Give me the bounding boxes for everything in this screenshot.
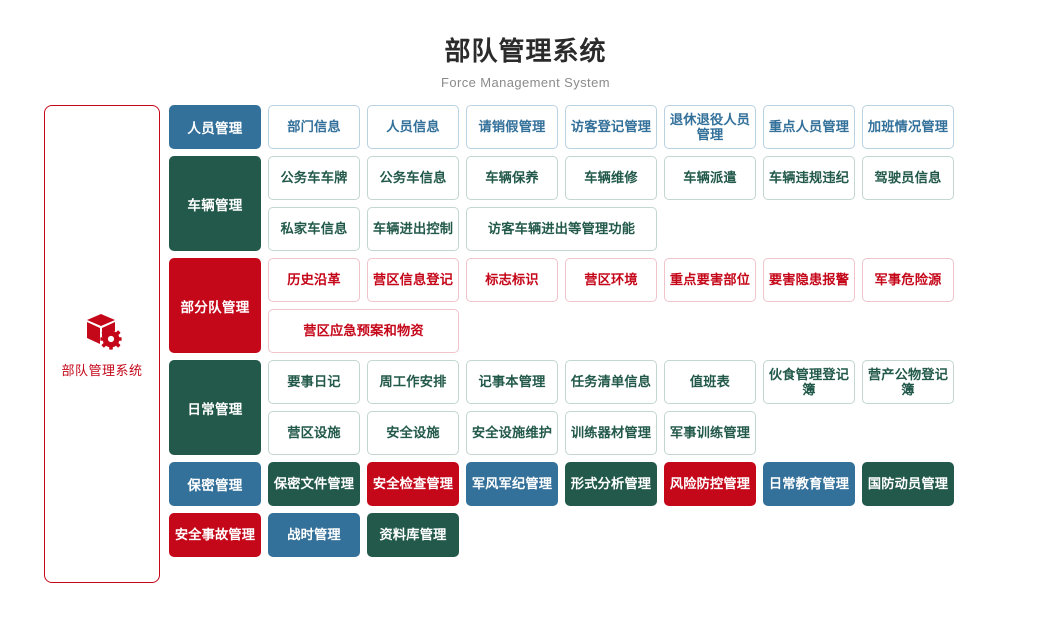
grid-item[interactable]: 安全事故管理 — [169, 513, 261, 558]
grid-item[interactable]: 重点要害部位 — [664, 258, 756, 303]
category-chip[interactable]: 日常管理 — [169, 360, 261, 456]
grid-item[interactable]: 要害隐患报警 — [763, 258, 855, 303]
grid-item[interactable]: 值班表 — [664, 360, 756, 405]
grid-item[interactable]: 退休退役人员管理 — [664, 105, 756, 150]
grid-item[interactable]: 车辆维修 — [565, 156, 657, 201]
items-line: 营区设施安全设施安全设施维护训练器材管理军事训练管理 — [268, 411, 954, 456]
grid-item[interactable]: 营区信息登记 — [367, 258, 459, 303]
grid-item[interactable]: 周工作安排 — [367, 360, 459, 405]
sidebar[interactable]: 部队管理系统 — [44, 105, 160, 584]
items-line: 要事日记周工作安排记事本管理任务清单信息值班表伙食管理登记簿营产公物登记簿 — [268, 360, 954, 405]
grid-item[interactable]: 公务车信息 — [367, 156, 459, 201]
grid-item[interactable]: 保密文件管理 — [268, 462, 360, 507]
category-chip[interactable]: 部分队管理 — [169, 258, 261, 354]
category-items: 部门信息人员信息请销假管理访客登记管理退休退役人员管理重点人员管理加班情况管理 — [268, 105, 954, 150]
grid-item[interactable]: 风险防控管理 — [664, 462, 756, 507]
items-line: 安全事故管理战时管理资料库管理 — [169, 513, 954, 558]
grid-item[interactable]: 公务车车牌 — [268, 156, 360, 201]
grid-item[interactable]: 请销假管理 — [466, 105, 558, 150]
grid-item[interactable]: 日常教育管理 — [763, 462, 855, 507]
grid-item[interactable]: 营产公物登记簿 — [862, 360, 954, 405]
category-chip[interactable]: 人员管理 — [169, 105, 261, 150]
category-items: 公务车车牌公务车信息车辆保养车辆维修车辆派遣车辆违规违纪驾驶员信息私家车信息车辆… — [268, 156, 954, 252]
cube-gear-icon — [80, 309, 124, 353]
grid-item[interactable]: 军风军纪管理 — [466, 462, 558, 507]
grid-item[interactable]: 人员信息 — [367, 105, 459, 150]
sidebar-label: 部队管理系统 — [61, 363, 143, 379]
category-row: 车辆管理公务车车牌公务车信息车辆保养车辆维修车辆派遣车辆违规违纪驾驶员信息私家车… — [169, 156, 954, 252]
main-layout: 部队管理系统 人员管理部门信息人员信息请销假管理访客登记管理退休退役人员管理重点… — [0, 90, 1051, 584]
grid-item[interactable]: 记事本管理 — [466, 360, 558, 405]
grid-item[interactable]: 军事危险源 — [862, 258, 954, 303]
category-items: 保密文件管理安全检查管理军风军纪管理形式分析管理风险防控管理日常教育管理国防动员… — [268, 462, 954, 507]
page-subtitle: Force Management System — [441, 75, 610, 91]
category-row: 人员管理部门信息人员信息请销假管理访客登记管理退休退役人员管理重点人员管理加班情… — [169, 105, 954, 150]
items-line: 公务车车牌公务车信息车辆保养车辆维修车辆派遣车辆违规违纪驾驶员信息 — [268, 156, 954, 201]
grid-item[interactable]: 车辆违规违纪 — [763, 156, 855, 201]
grid-item[interactable]: 营区设施 — [268, 411, 360, 456]
grid-item[interactable]: 私家车信息 — [268, 207, 360, 252]
items-line: 部门信息人员信息请销假管理访客登记管理退休退役人员管理重点人员管理加班情况管理 — [268, 105, 954, 150]
grid-item[interactable]: 标志标识 — [466, 258, 558, 303]
grid-item[interactable]: 安全检查管理 — [367, 462, 459, 507]
grid-item[interactable]: 重点人员管理 — [763, 105, 855, 150]
grid-item[interactable]: 军事训练管理 — [664, 411, 756, 456]
grid-item[interactable]: 国防动员管理 — [862, 462, 954, 507]
grid-item[interactable]: 访客车辆进出等管理功能 — [466, 207, 657, 252]
grid-item[interactable]: 形式分析管理 — [565, 462, 657, 507]
items-line: 保密文件管理安全检查管理军风军纪管理形式分析管理风险防控管理日常教育管理国防动员… — [268, 462, 954, 507]
grid-item[interactable]: 车辆进出控制 — [367, 207, 459, 252]
page-header: 部队管理系统 Force Management System — [0, 0, 1051, 90]
grid-item[interactable]: 安全设施 — [367, 411, 459, 456]
grid-item[interactable]: 部门信息 — [268, 105, 360, 150]
grid-item[interactable]: 车辆派遣 — [664, 156, 756, 201]
items-line: 历史沿革营区信息登记标志标识营区环境重点要害部位要害隐患报警军事危险源 — [268, 258, 954, 303]
grid-item[interactable]: 资料库管理 — [367, 513, 459, 558]
grid-item[interactable]: 战时管理 — [268, 513, 360, 558]
category-items: 历史沿革营区信息登记标志标识营区环境重点要害部位要害隐患报警军事危险源营区应急预… — [268, 258, 954, 354]
category-chip[interactable]: 保密管理 — [169, 462, 261, 507]
grid-item[interactable]: 车辆保养 — [466, 156, 558, 201]
items-line: 营区应急预案和物资 — [268, 309, 954, 354]
category-chip[interactable]: 车辆管理 — [169, 156, 261, 252]
grid-item[interactable]: 营区应急预案和物资 — [268, 309, 459, 354]
page-title: 部队管理系统 — [444, 36, 607, 66]
category-items: 要事日记周工作安排记事本管理任务清单信息值班表伙食管理登记簿营产公物登记簿营区设… — [268, 360, 954, 456]
grid-item[interactable]: 任务清单信息 — [565, 360, 657, 405]
grid-item[interactable]: 访客登记管理 — [565, 105, 657, 150]
category-row: 保密管理保密文件管理安全检查管理军风军纪管理形式分析管理风险防控管理日常教育管理… — [169, 462, 954, 507]
items-line: 私家车信息车辆进出控制访客车辆进出等管理功能 — [268, 207, 954, 252]
grid-item[interactable]: 加班情况管理 — [862, 105, 954, 150]
grid-item[interactable]: 伙食管理登记簿 — [763, 360, 855, 405]
grid-item[interactable]: 历史沿革 — [268, 258, 360, 303]
category-row: 日常管理要事日记周工作安排记事本管理任务清单信息值班表伙食管理登记簿营产公物登记… — [169, 360, 954, 456]
category-row: 部分队管理历史沿革营区信息登记标志标识营区环境重点要害部位要害隐患报警军事危险源… — [169, 258, 954, 354]
grid-item[interactable]: 营区环境 — [565, 258, 657, 303]
category-grid: 人员管理部门信息人员信息请销假管理访客登记管理退休退役人员管理重点人员管理加班情… — [169, 105, 954, 558]
grid-item[interactable]: 安全设施维护 — [466, 411, 558, 456]
grid-item[interactable]: 要事日记 — [268, 360, 360, 405]
grid-item[interactable]: 训练器材管理 — [565, 411, 657, 456]
grid-item[interactable]: 驾驶员信息 — [862, 156, 954, 201]
